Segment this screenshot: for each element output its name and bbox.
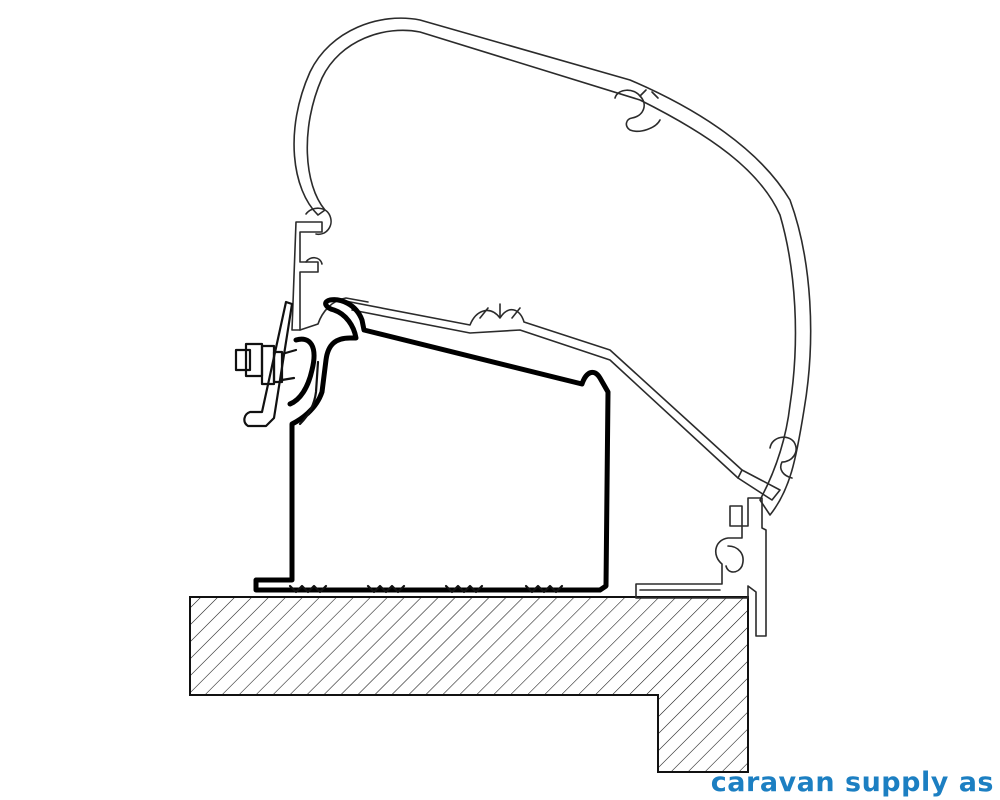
roof-wall-section — [189, 596, 749, 773]
right-end-clip — [635, 497, 767, 637]
adapter-rail-profile — [253, 297, 611, 594]
bolt-bracket-assembly — [234, 300, 317, 428]
awning-cassette-housing — [291, 17, 812, 516]
watermark-text: caravan supply as — [710, 767, 994, 798]
